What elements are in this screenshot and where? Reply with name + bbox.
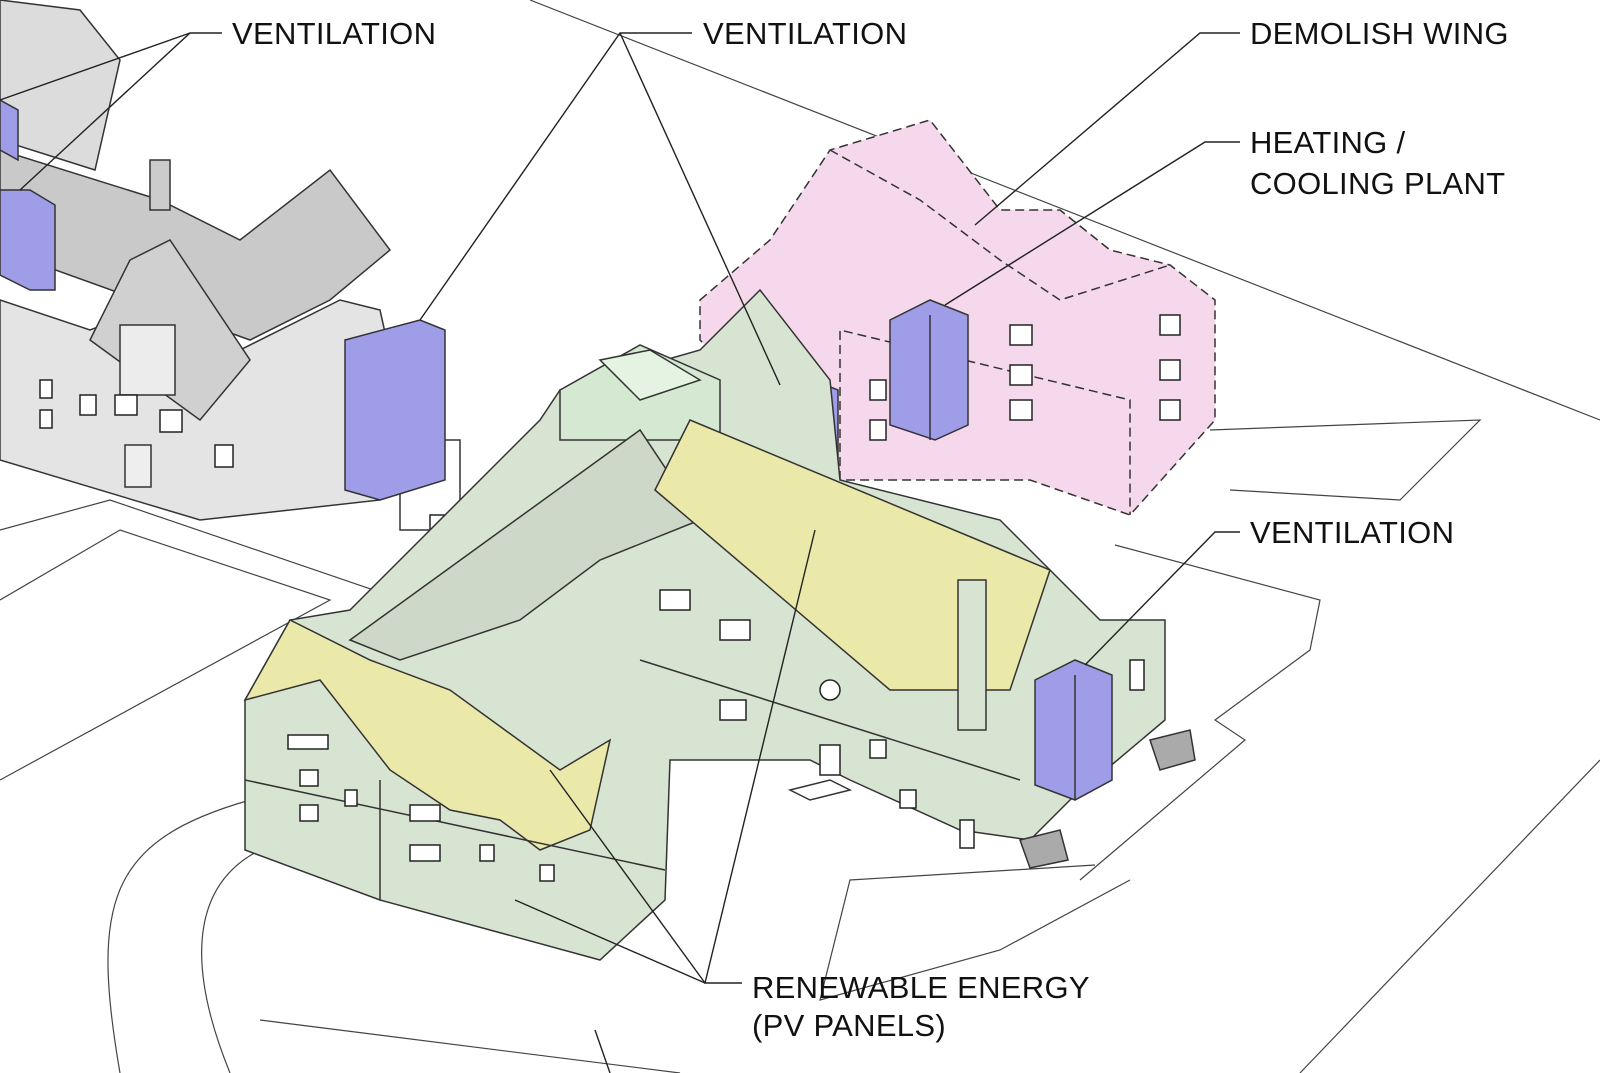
demolish-windows (869, 314, 1181, 441)
label-demolish-wing: DEMOLISH WING (1250, 16, 1509, 51)
ventilation-unit-right (1019, 659, 1196, 869)
label-pv-panels: (PV PANELS) (752, 1008, 946, 1043)
new-building (243, 288, 1166, 961)
label-ventilation-left: VENTILATION (232, 16, 437, 51)
existing-building (0, 0, 461, 531)
label-heating: HEATING / (1250, 125, 1406, 160)
heating-cooling-plant (889, 299, 969, 441)
label-ventilation-right: VENTILATION (1250, 515, 1455, 550)
ventilation-units-left (0, 99, 446, 501)
label-cooling-plant: COOLING PLANT (1250, 166, 1506, 201)
label-ventilation-center: VENTILATION (703, 16, 908, 51)
leader-lines (0, 32, 1240, 1073)
existing-windows (39, 379, 234, 488)
new-windows (287, 589, 1145, 882)
label-renewable-energy: RENEWABLE ENERGY (752, 970, 1090, 1005)
